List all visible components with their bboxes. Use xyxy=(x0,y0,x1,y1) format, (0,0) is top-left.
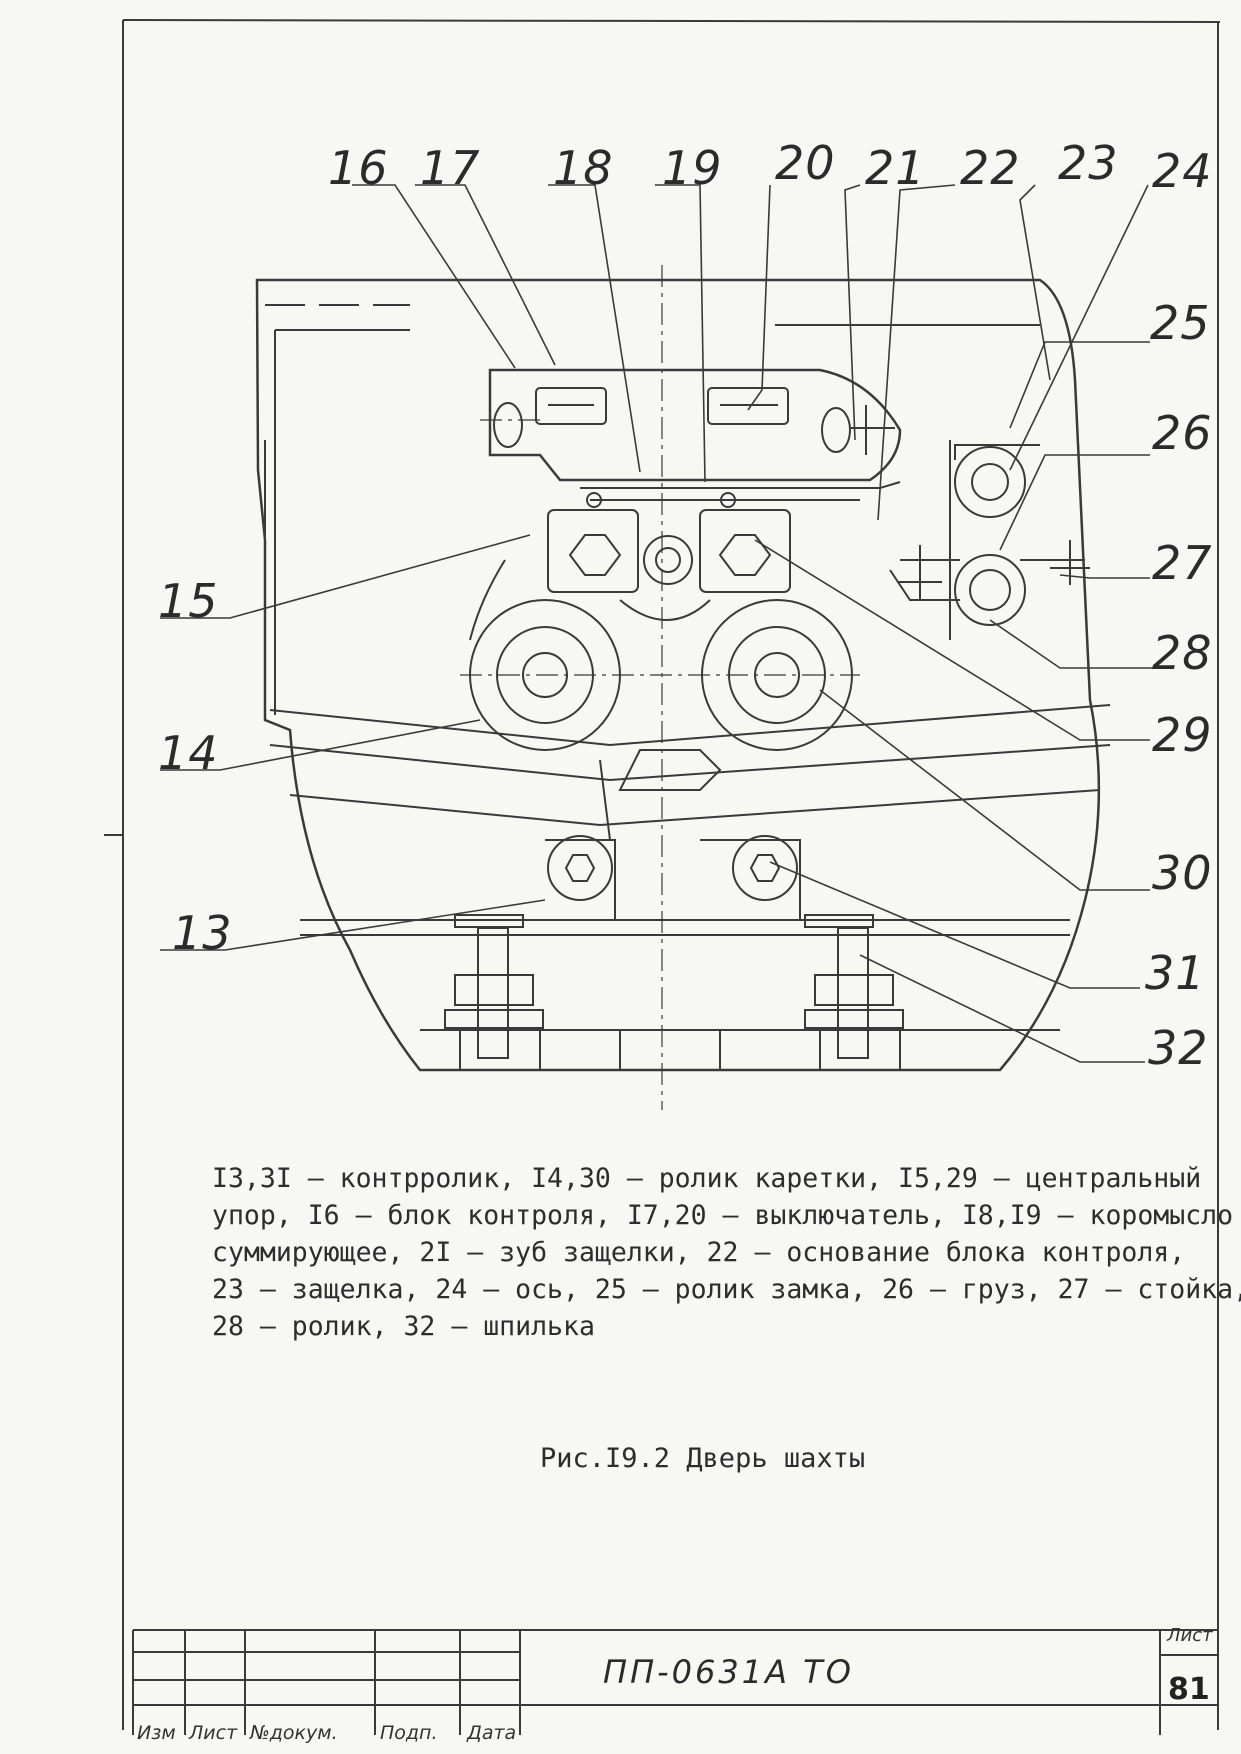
callout-13: 13 xyxy=(172,906,233,960)
sheet-frame xyxy=(104,19,1221,1730)
legend-line: упор, I6 – блок контроля, I7,20 – выключ… xyxy=(212,1200,1234,1231)
title-block-column-signature: Подп. xyxy=(380,1722,438,1744)
document-number: ПП-0631А ТО xyxy=(603,1653,854,1691)
callout-28: 28 xyxy=(1152,626,1213,680)
callout-15: 15 xyxy=(158,574,219,628)
legend-line: суммирующее, 2I – зуб защелки, 22 – осно… xyxy=(212,1237,1186,1268)
callout-30: 30 xyxy=(1152,846,1213,900)
legend: I3,3I – контрролик, I4,30 – ролик каретк… xyxy=(212,1160,1241,1345)
title-block-column-date: Дата xyxy=(467,1722,517,1744)
title-block-column-doc-no: №докум. xyxy=(250,1722,338,1744)
leader-lines xyxy=(160,184,1155,1063)
legend-line: 28 – ролик, 32 – шпилька xyxy=(212,1311,595,1342)
callout-23: 23 xyxy=(1058,136,1119,190)
callout-25: 25 xyxy=(1150,296,1211,350)
callout-22: 22 xyxy=(960,141,1021,195)
callout-16: 16 xyxy=(328,141,389,195)
callout-21: 21 xyxy=(865,141,926,195)
legend-line: 23 – защелка, 24 – ось, 25 – ролик замка… xyxy=(212,1274,1241,1305)
callout-31: 31 xyxy=(1145,946,1206,1000)
callout-17: 17 xyxy=(420,141,481,195)
title-block-column-sheet: Лист xyxy=(189,1722,238,1744)
figure-caption: Рис.I9.2 Дверь шахты xyxy=(540,1443,866,1474)
callout-14: 14 xyxy=(158,726,219,780)
callout-18: 18 xyxy=(553,141,614,195)
sheet-label: Лист xyxy=(1167,1625,1213,1646)
callout-26: 26 xyxy=(1152,406,1213,460)
callout-24: 24 xyxy=(1152,144,1213,198)
center-lines xyxy=(460,265,860,1110)
callout-20: 20 xyxy=(775,136,836,190)
callout-29: 29 xyxy=(1152,708,1213,762)
legend-line: I3,3I – контрролик, I4,30 – ролик каретк… xyxy=(212,1163,1202,1194)
title-block-column-change: Изм xyxy=(137,1722,176,1744)
callout-32: 32 xyxy=(1148,1021,1209,1075)
sheet-number: 81 xyxy=(1168,1672,1210,1707)
callout-19: 19 xyxy=(662,141,723,195)
title-block-grid xyxy=(132,1629,1218,1735)
callout-27: 27 xyxy=(1152,536,1213,590)
